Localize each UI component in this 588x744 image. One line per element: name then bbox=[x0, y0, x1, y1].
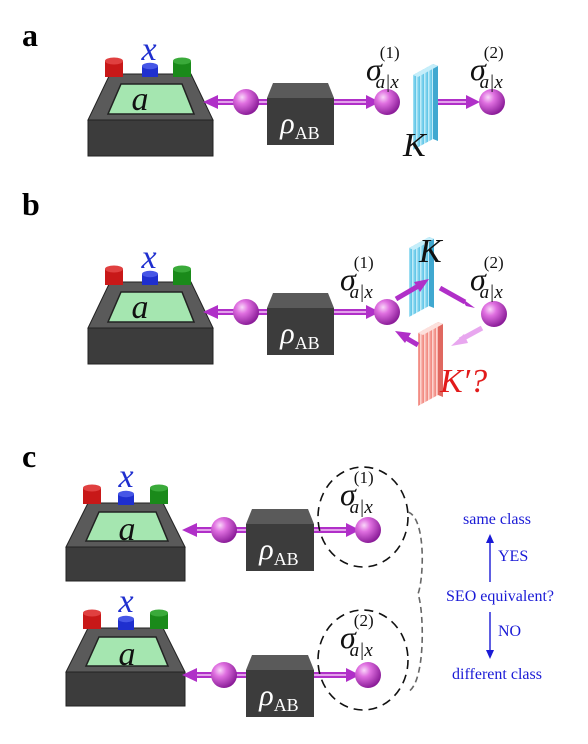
svg-text:ρAB: ρAB bbox=[279, 317, 319, 353]
panel-b: b a x bbox=[22, 186, 507, 406]
arrow-down-from-k bbox=[438, 285, 475, 308]
particle-a bbox=[211, 662, 237, 688]
state-box: ρAB bbox=[267, 293, 334, 355]
blue-button-icon bbox=[142, 62, 158, 77]
flow-top-label: same class bbox=[463, 511, 531, 528]
outcome-label: a bbox=[132, 81, 149, 118]
blue-button-icon bbox=[142, 270, 158, 285]
setting-label: x bbox=[140, 31, 156, 68]
panel-label-b: b bbox=[22, 186, 40, 222]
arrow-right bbox=[334, 95, 380, 109]
panel-c: c a bbox=[22, 438, 554, 717]
arrow-to-b2 bbox=[438, 95, 480, 109]
row-2: a x bbox=[65, 583, 409, 717]
green-button-icon bbox=[173, 265, 191, 285]
green-button-icon bbox=[150, 484, 168, 504]
particle-b bbox=[355, 517, 381, 543]
map-k-prime-label: K′? bbox=[439, 363, 487, 400]
bracket-connector bbox=[407, 511, 424, 693]
particle-a bbox=[233, 89, 259, 115]
sigma-2-b: σ(2)a|x bbox=[470, 253, 504, 303]
svg-text:ρAB: ρAB bbox=[258, 533, 298, 569]
sigma-2-a: σ(2)a|x bbox=[470, 43, 504, 93]
state-symbol: ρ bbox=[258, 533, 273, 566]
svg-text:ρAB: ρAB bbox=[279, 107, 319, 143]
state-box: ρAB bbox=[246, 509, 314, 571]
sigma-2-c: σ(2)a|x bbox=[340, 611, 374, 661]
map-k bbox=[413, 64, 438, 150]
setting-label: x bbox=[117, 583, 133, 620]
green-button-icon bbox=[150, 609, 168, 629]
particle-b1 bbox=[374, 89, 400, 115]
measurement-box: a bbox=[87, 73, 214, 157]
flow-bottom-label: different class bbox=[452, 666, 542, 683]
arrow-up-to-k bbox=[394, 279, 429, 302]
particle-b1 bbox=[374, 299, 400, 325]
particle-a bbox=[233, 299, 259, 325]
row-1: a x bbox=[65, 458, 409, 582]
particle-b bbox=[355, 662, 381, 688]
setting-buttons bbox=[83, 484, 168, 505]
state-subscript: AB bbox=[274, 549, 299, 569]
state-subscript: AB bbox=[274, 695, 299, 715]
measurement-box: a bbox=[65, 502, 186, 582]
sigma-1-a: σ(1)a|x bbox=[366, 43, 400, 93]
red-button-icon bbox=[105, 265, 123, 285]
state-symbol: ρ bbox=[258, 679, 273, 712]
blue-button-icon bbox=[118, 490, 134, 505]
setting-buttons bbox=[105, 265, 191, 285]
svg-text:ρAB: ρAB bbox=[258, 679, 298, 715]
dashed-circle-1 bbox=[317, 466, 409, 568]
red-button-icon bbox=[105, 57, 123, 77]
arrow-up-icon bbox=[486, 534, 494, 543]
map-k-label: K bbox=[418, 233, 444, 270]
arrow-right bbox=[314, 668, 360, 682]
state-subscript: AB bbox=[295, 333, 320, 353]
panel-a: a a x bbox=[22, 17, 505, 164]
outcome-label: a bbox=[119, 636, 136, 673]
state-box: ρAB bbox=[246, 655, 314, 717]
sigma-1-c: σ(1)a|x bbox=[340, 468, 374, 518]
flow-yes-label: YES bbox=[498, 548, 528, 565]
sigma-1-b: σ(1)a|x bbox=[340, 253, 374, 303]
setting-buttons bbox=[105, 57, 191, 77]
state-subscript: AB bbox=[295, 123, 320, 143]
flow-no-label: NO bbox=[498, 623, 521, 640]
flowchart: same class YES SEO equivalent? NO differ… bbox=[446, 511, 554, 683]
map-k-prime bbox=[418, 322, 443, 406]
flow-question-label: SEO equivalent? bbox=[446, 588, 554, 605]
arrow-down-icon bbox=[486, 650, 494, 659]
particle-b2 bbox=[479, 89, 505, 115]
green-button-icon bbox=[173, 57, 191, 77]
dashed-circle-2 bbox=[317, 609, 409, 711]
map-k-label: K bbox=[402, 127, 428, 164]
arrow-right bbox=[314, 523, 360, 537]
arrow-back-from-b2 bbox=[451, 325, 484, 346]
red-button-icon bbox=[83, 484, 101, 504]
state-box: ρAB bbox=[267, 83, 334, 145]
outcome-label: a bbox=[119, 511, 136, 548]
map-k bbox=[409, 237, 434, 317]
setting-label: x bbox=[140, 239, 156, 276]
measurement-box: a bbox=[65, 627, 186, 707]
arrow-right bbox=[334, 305, 380, 319]
setting-label: x bbox=[117, 458, 133, 495]
blue-button-icon bbox=[118, 615, 134, 630]
arrow-back-to-b1 bbox=[395, 331, 420, 348]
particle-b2 bbox=[481, 301, 507, 327]
state-symbol: ρ bbox=[279, 107, 294, 140]
state-symbol: ρ bbox=[279, 317, 294, 350]
setting-buttons bbox=[83, 609, 168, 630]
particle-a bbox=[211, 517, 237, 543]
panel-label-c: c bbox=[22, 438, 36, 474]
measurement-box: a bbox=[87, 281, 214, 365]
panel-label-a: a bbox=[22, 17, 38, 53]
outcome-label: a bbox=[132, 289, 149, 326]
red-button-icon bbox=[83, 609, 101, 629]
